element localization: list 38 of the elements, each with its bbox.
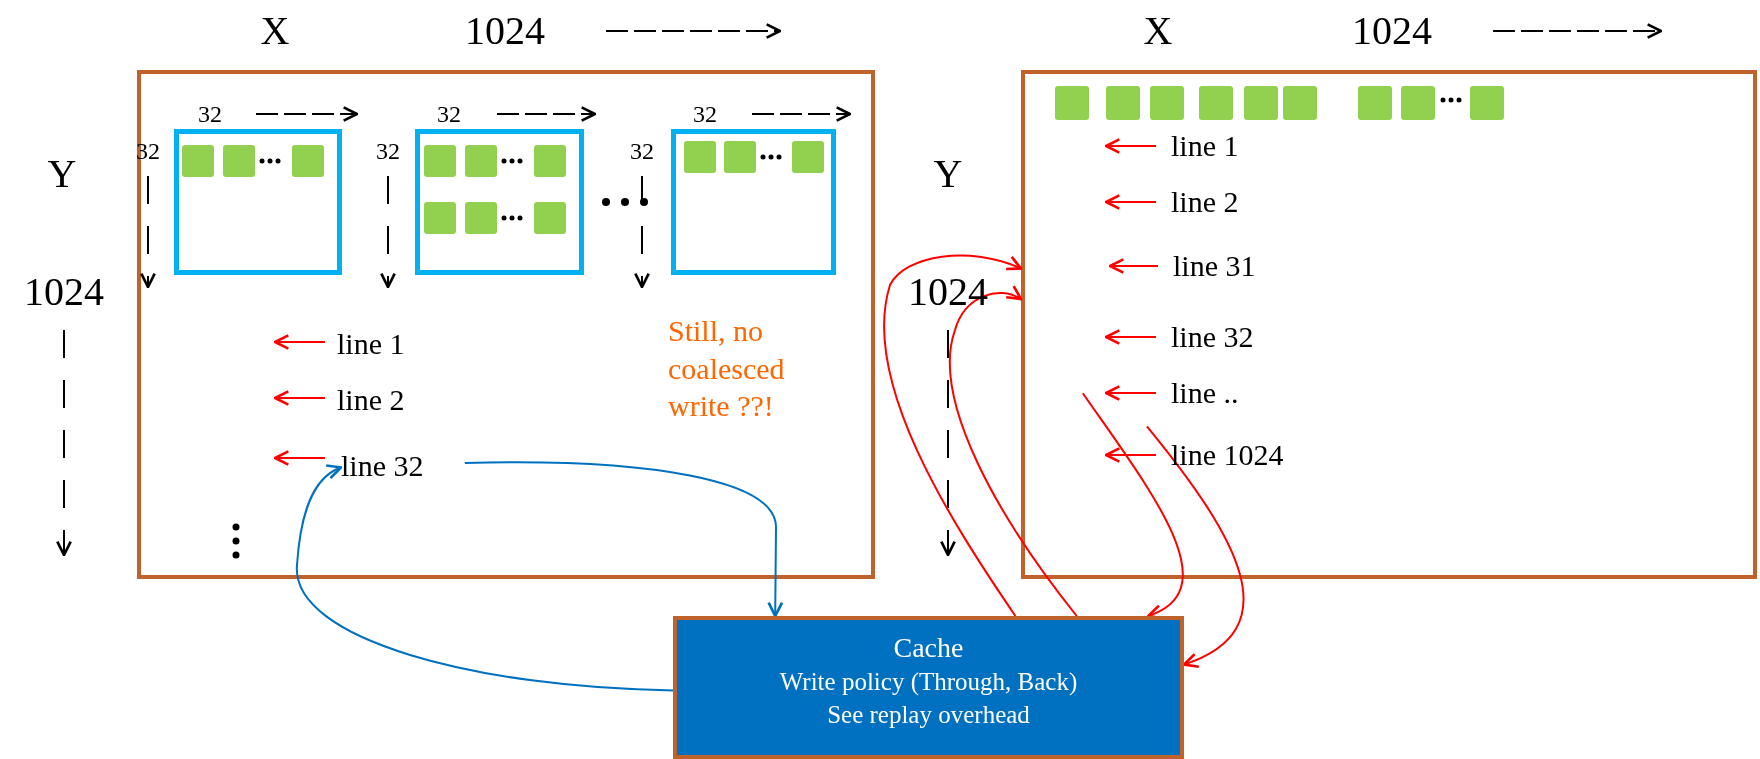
line-label: line 2 xyxy=(1171,187,1239,217)
line-label: line 1024 xyxy=(1171,440,1284,470)
arrow xyxy=(1081,392,1184,618)
dimension-label: 32 xyxy=(376,139,400,163)
dimension-label: 32 xyxy=(630,139,654,163)
axis-label: X xyxy=(1143,11,1173,51)
axis-label: 1024 xyxy=(465,11,545,51)
arrow xyxy=(883,254,1023,617)
memory-panel xyxy=(1021,70,1757,579)
arrow xyxy=(1145,425,1245,667)
dimension-label: 32 xyxy=(198,102,222,126)
thread-block xyxy=(174,129,342,275)
dimension-label: 32 xyxy=(693,102,717,126)
line-label: line 2 xyxy=(337,385,405,415)
line-label: line 32 xyxy=(341,451,424,481)
axis-label: 1024 xyxy=(24,272,104,312)
thread-block xyxy=(415,129,584,275)
axis-label: 1024 xyxy=(1352,11,1432,51)
cache-box xyxy=(673,616,1184,759)
line-label: line 32 xyxy=(1171,322,1254,352)
line-label: line .. xyxy=(1171,378,1239,408)
line-label: line 1 xyxy=(1171,131,1239,161)
thread-block xyxy=(671,129,836,275)
cache-title: Cache xyxy=(893,631,964,665)
note-text: See replay overhead xyxy=(827,699,1030,730)
arrow xyxy=(949,285,1078,617)
axis-label: Y xyxy=(47,154,77,194)
dimension-label: 32 xyxy=(437,102,461,126)
axis-label: 1024 xyxy=(908,272,988,312)
arrow xyxy=(296,465,674,692)
axis-label: Y xyxy=(933,154,963,194)
note-text: Still, no coalesced write ??! xyxy=(668,312,786,424)
policy-text: Write policy (Through, Back) xyxy=(779,667,1078,698)
arrow xyxy=(463,461,784,618)
line-label: line 1 xyxy=(337,329,405,359)
line-label: line 31 xyxy=(1173,251,1256,281)
memory-panel xyxy=(137,70,875,579)
axis-label: X xyxy=(260,11,290,51)
